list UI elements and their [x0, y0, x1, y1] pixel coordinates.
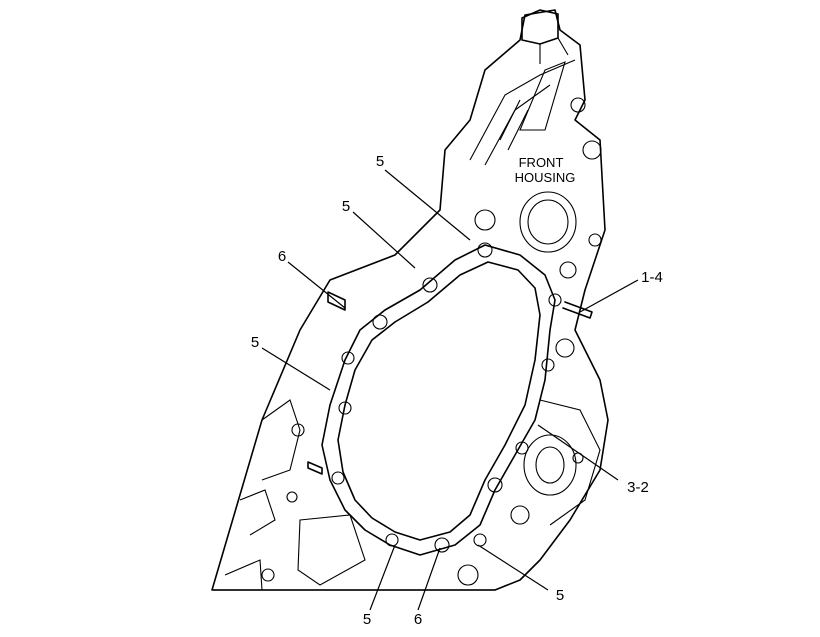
callout-bottom-6: 6	[414, 611, 422, 628]
callout-bottom-right-5: 5	[556, 587, 564, 604]
leader-top-5	[384, 169, 471, 241]
leader-bottom-6	[417, 547, 441, 611]
callout-labels: 5 5 6 5 1-4 3-2 5 5 6	[251, 153, 663, 628]
housing-label-line1: FRONT	[519, 155, 564, 170]
callout-upper-5: 5	[342, 198, 350, 215]
callout-bottom-5: 5	[363, 611, 371, 628]
leader-left-5	[261, 347, 331, 391]
leader-lines	[261, 169, 639, 611]
leader-upper-5	[352, 211, 416, 269]
dowel-pins	[307, 291, 593, 475]
cover-gasket	[321, 242, 562, 556]
leader-bottom-right-5	[477, 544, 549, 591]
callout-right-1-4: 1-4	[641, 269, 663, 286]
callout-right-3-2: 3-2	[627, 479, 649, 496]
callout-top-5: 5	[376, 153, 384, 170]
callout-left-6: 6	[278, 248, 286, 265]
leader-right-3-2	[537, 424, 619, 481]
leader-left-6	[287, 261, 346, 309]
housing-label-line2: HOUSING	[515, 170, 576, 185]
leader-bottom-5	[369, 544, 396, 611]
leader-right-1-4	[579, 279, 639, 313]
callout-left-5: 5	[251, 334, 259, 351]
